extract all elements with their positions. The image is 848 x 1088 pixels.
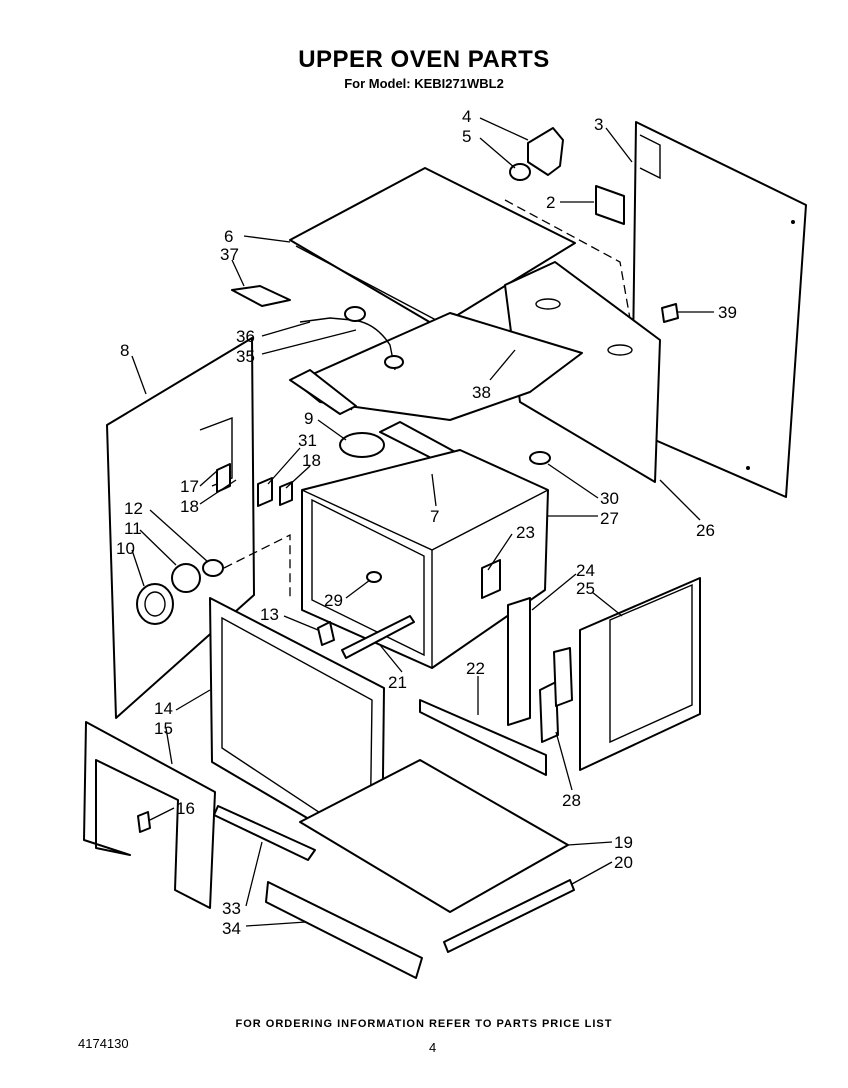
callout-29: 29: [324, 591, 343, 610]
callout-8: 8: [120, 341, 129, 360]
model-subtitle: For Model: KEBI271WBL2: [344, 76, 504, 91]
callout-31: 31: [298, 431, 317, 450]
part-33-trim: [213, 805, 316, 861]
page-number: 4: [429, 1040, 437, 1055]
callout-24: 24: [576, 561, 595, 580]
callout-3: 3: [594, 115, 603, 134]
callout-2: 2: [546, 193, 555, 212]
callout-5: 5: [462, 127, 471, 146]
callout-19: 19: [614, 833, 633, 852]
page-title: UPPER OVEN PARTS: [298, 46, 550, 73]
callout-18a: 18: [302, 451, 321, 470]
document-number: 4174130: [78, 1036, 129, 1051]
callout-16: 16: [176, 799, 195, 818]
callout-21: 21: [388, 673, 407, 692]
part-22-rail: [419, 699, 547, 776]
callout-9: 9: [304, 409, 313, 428]
callout-30: 30: [600, 489, 619, 508]
callout-25: 25: [576, 579, 595, 598]
part-38-cover: [294, 312, 583, 421]
callout-labels: 4 5 2 3 6 37 36 35 8 9 31 18 17 18 12 11…: [116, 107, 737, 938]
callout-12: 12: [124, 499, 143, 518]
callout-37: 37: [220, 245, 239, 264]
callout-10: 10: [116, 539, 135, 558]
part-6-top-panel: [289, 167, 576, 328]
part-27-oven-cavity: [301, 449, 549, 669]
part-37-bracket: [231, 285, 291, 307]
part-39-clip: [661, 303, 679, 323]
part-4-bracket: [527, 127, 564, 176]
callout-7: 7: [430, 507, 439, 526]
callout-11: 11: [124, 519, 142, 538]
part-28-hinge: [539, 681, 559, 743]
part-12-bulb: [202, 559, 224, 577]
part-16-clip: [137, 811, 151, 833]
callout-15: 15: [154, 719, 173, 738]
part-23-bracket: [481, 559, 501, 599]
callout-23: 23: [516, 523, 535, 542]
callout-14: 14: [154, 699, 173, 718]
part-11-lens: [171, 563, 201, 593]
part-17-switch: [216, 463, 231, 493]
callout-36: 36: [236, 327, 255, 346]
callout-39: 39: [718, 303, 737, 322]
ordering-note: FOR ORDERING INFORMATION REFER TO PARTS …: [235, 1018, 613, 1030]
part-18-clip: [279, 481, 293, 506]
part-10-ring: [136, 583, 174, 625]
callout-26: 26: [696, 521, 715, 540]
callout-27: 27: [600, 509, 619, 528]
leader-lines: [131, 117, 714, 927]
part-31-switch: [257, 477, 273, 507]
callout-4: 4: [462, 107, 471, 126]
callout-13: 13: [260, 605, 279, 624]
part-34-kick-plate: [265, 881, 423, 979]
callout-22: 22: [466, 659, 485, 678]
callout-28: 28: [562, 791, 581, 810]
callout-38: 38: [472, 383, 491, 402]
part-13-latch: [317, 621, 335, 646]
part-20-rail: [443, 879, 575, 953]
callout-18b: 18: [180, 497, 199, 516]
callout-6: 6: [224, 227, 233, 246]
callout-33: 33: [222, 899, 241, 918]
part-24-bracket: [507, 597, 531, 726]
callout-34: 34: [222, 919, 241, 938]
callout-20: 20: [614, 853, 633, 872]
part-2-bracket: [595, 185, 625, 225]
callout-35: 35: [236, 347, 255, 366]
part-15-gasket: [83, 721, 216, 909]
callout-17: 17: [180, 477, 199, 496]
part-21-rod: [341, 615, 415, 659]
